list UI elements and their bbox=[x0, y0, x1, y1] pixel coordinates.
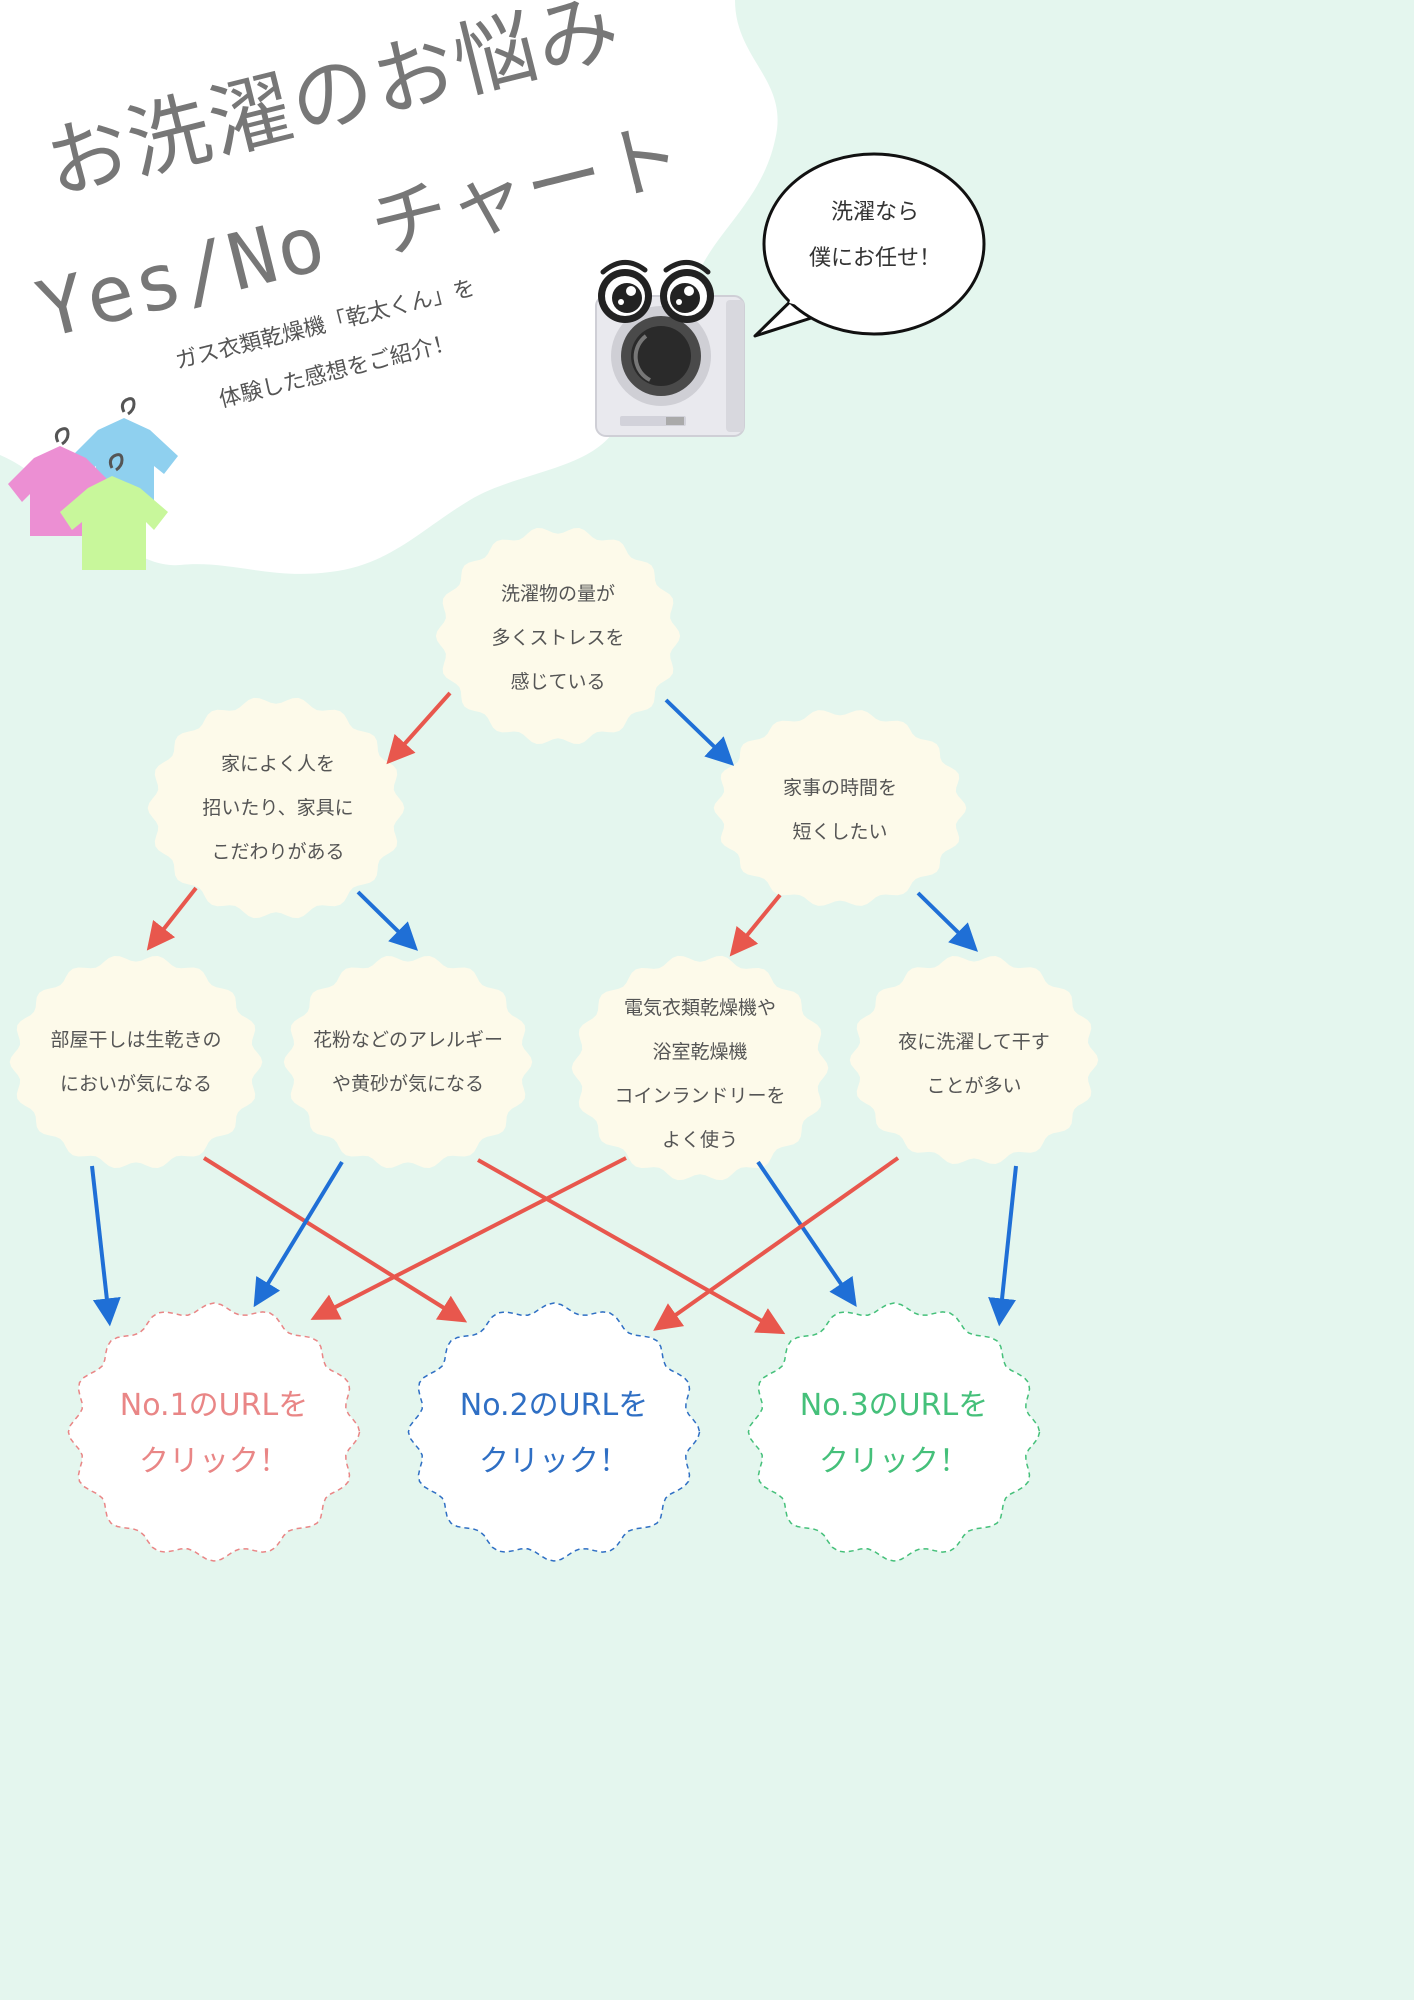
question-2-bubble bbox=[147, 697, 405, 919]
question-7-line-1: 夜に洗濯して干す bbox=[898, 1031, 1050, 1053]
question-1-line-3: 感じている bbox=[510, 671, 606, 693]
chart-canvas bbox=[0, 0, 1099, 1562]
question-3-line-1: 家事の時間を bbox=[782, 777, 898, 799]
arrow-yes-q1 bbox=[386, 691, 452, 765]
question-4: 部屋干しは生乾きの においが気になる bbox=[50, 1018, 221, 1106]
result-1-line-1: No.1のURLを bbox=[119, 1388, 309, 1423]
result-2-line-2: クリック！ bbox=[478, 1444, 629, 1479]
question-6-line-4: よく使う bbox=[661, 1129, 739, 1151]
question-7-line-2: ことが多い bbox=[926, 1075, 1022, 1097]
speech-line-2: 僕にお任せ！ bbox=[808, 246, 941, 271]
result-2-bubble[interactable] bbox=[407, 1302, 701, 1562]
arrow-yes-q7 bbox=[653, 1156, 900, 1331]
arrow-no-q6 bbox=[756, 1160, 857, 1307]
arrow-yes-q4 bbox=[202, 1156, 468, 1323]
arrow-no-q4 bbox=[90, 1165, 121, 1327]
question-3-bubble bbox=[713, 710, 967, 906]
question-2-line-2: 招いたり、家具に bbox=[202, 797, 354, 819]
question-2-line-1: 家によく人を bbox=[220, 753, 335, 775]
arrow-yes-q5 bbox=[477, 1158, 786, 1335]
question-7: 夜に洗濯して干す ことが多い bbox=[898, 1020, 1049, 1108]
arrow-no-q2 bbox=[356, 890, 418, 951]
result-2-line-1: No.2のURLを bbox=[459, 1388, 649, 1423]
speech-bubble bbox=[753, 152, 986, 338]
shirts-icon bbox=[8, 397, 178, 570]
arrow-yes-q2 bbox=[146, 886, 198, 951]
question-6-bubble bbox=[571, 955, 829, 1181]
arrow-no-q7 bbox=[988, 1165, 1018, 1327]
result-3-line-1: No.3のURLを bbox=[799, 1388, 989, 1423]
question-1-bubble bbox=[435, 528, 681, 744]
arrow-no-q1 bbox=[664, 698, 735, 766]
question-4-bubble bbox=[9, 956, 263, 1168]
dryer-mascot-icon bbox=[595, 260, 745, 437]
question-1-line-1: 洗濯物の量が bbox=[500, 583, 616, 605]
question-5: 花粉などのアレルギー や黄砂が気になる bbox=[313, 1018, 503, 1106]
speech-text: 洗濯なら 僕にお任せ！ bbox=[790, 190, 960, 282]
question-1: 洗濯物の量が 多くストレスを 感じている bbox=[491, 572, 624, 704]
question-6-line-3: コインランドリーを bbox=[614, 1085, 786, 1107]
arrow-yes-q6 bbox=[310, 1156, 627, 1320]
result-2-link[interactable]: No.2のURLを クリック！ bbox=[460, 1378, 648, 1490]
result-3-link[interactable]: No.3のURLを クリック！ bbox=[800, 1378, 988, 1490]
header-cloud bbox=[0, 0, 778, 574]
question-2-line-3: こだわりがある bbox=[211, 841, 345, 863]
arrows bbox=[90, 691, 1018, 1335]
question-7-bubble bbox=[849, 956, 1099, 1164]
question-6: 電気衣類乾燥機や 浴室乾燥機 コインランドリーを よく使う bbox=[614, 986, 785, 1162]
result-1-link[interactable]: No.1のURLを クリック！ bbox=[120, 1378, 308, 1490]
question-3-line-2: 短くしたい bbox=[792, 821, 888, 843]
arrow-no-q5 bbox=[253, 1160, 344, 1308]
question-2: 家によく人を 招いたり、家具に こだわりがある bbox=[202, 742, 353, 874]
question-1-line-2: 多くストレスを bbox=[491, 627, 625, 649]
question-5-line-2: や黄砂が気になる bbox=[331, 1073, 485, 1095]
speech-line-1: 洗濯なら bbox=[830, 200, 919, 225]
question-6-line-2: 浴室乾燥機 bbox=[652, 1041, 748, 1063]
question-4-line-2: においが気になる bbox=[59, 1073, 213, 1095]
arrow-yes-q3 bbox=[729, 893, 782, 957]
question-5-bubble bbox=[283, 956, 533, 1168]
question-3: 家事の時間を 短くしたい bbox=[783, 766, 897, 854]
arrow-no-q3 bbox=[916, 891, 978, 952]
question-5-line-1: 花粉などのアレルギー bbox=[312, 1029, 504, 1051]
result-1-line-2: クリック！ bbox=[138, 1444, 289, 1479]
question-4-line-1: 部屋干しは生乾きの bbox=[50, 1029, 222, 1051]
result-3-line-2: クリック！ bbox=[818, 1444, 969, 1479]
result-3-bubble[interactable] bbox=[747, 1302, 1041, 1562]
result-1-bubble[interactable] bbox=[67, 1302, 361, 1562]
question-6-line-1: 電気衣類乾燥機や bbox=[623, 997, 777, 1019]
